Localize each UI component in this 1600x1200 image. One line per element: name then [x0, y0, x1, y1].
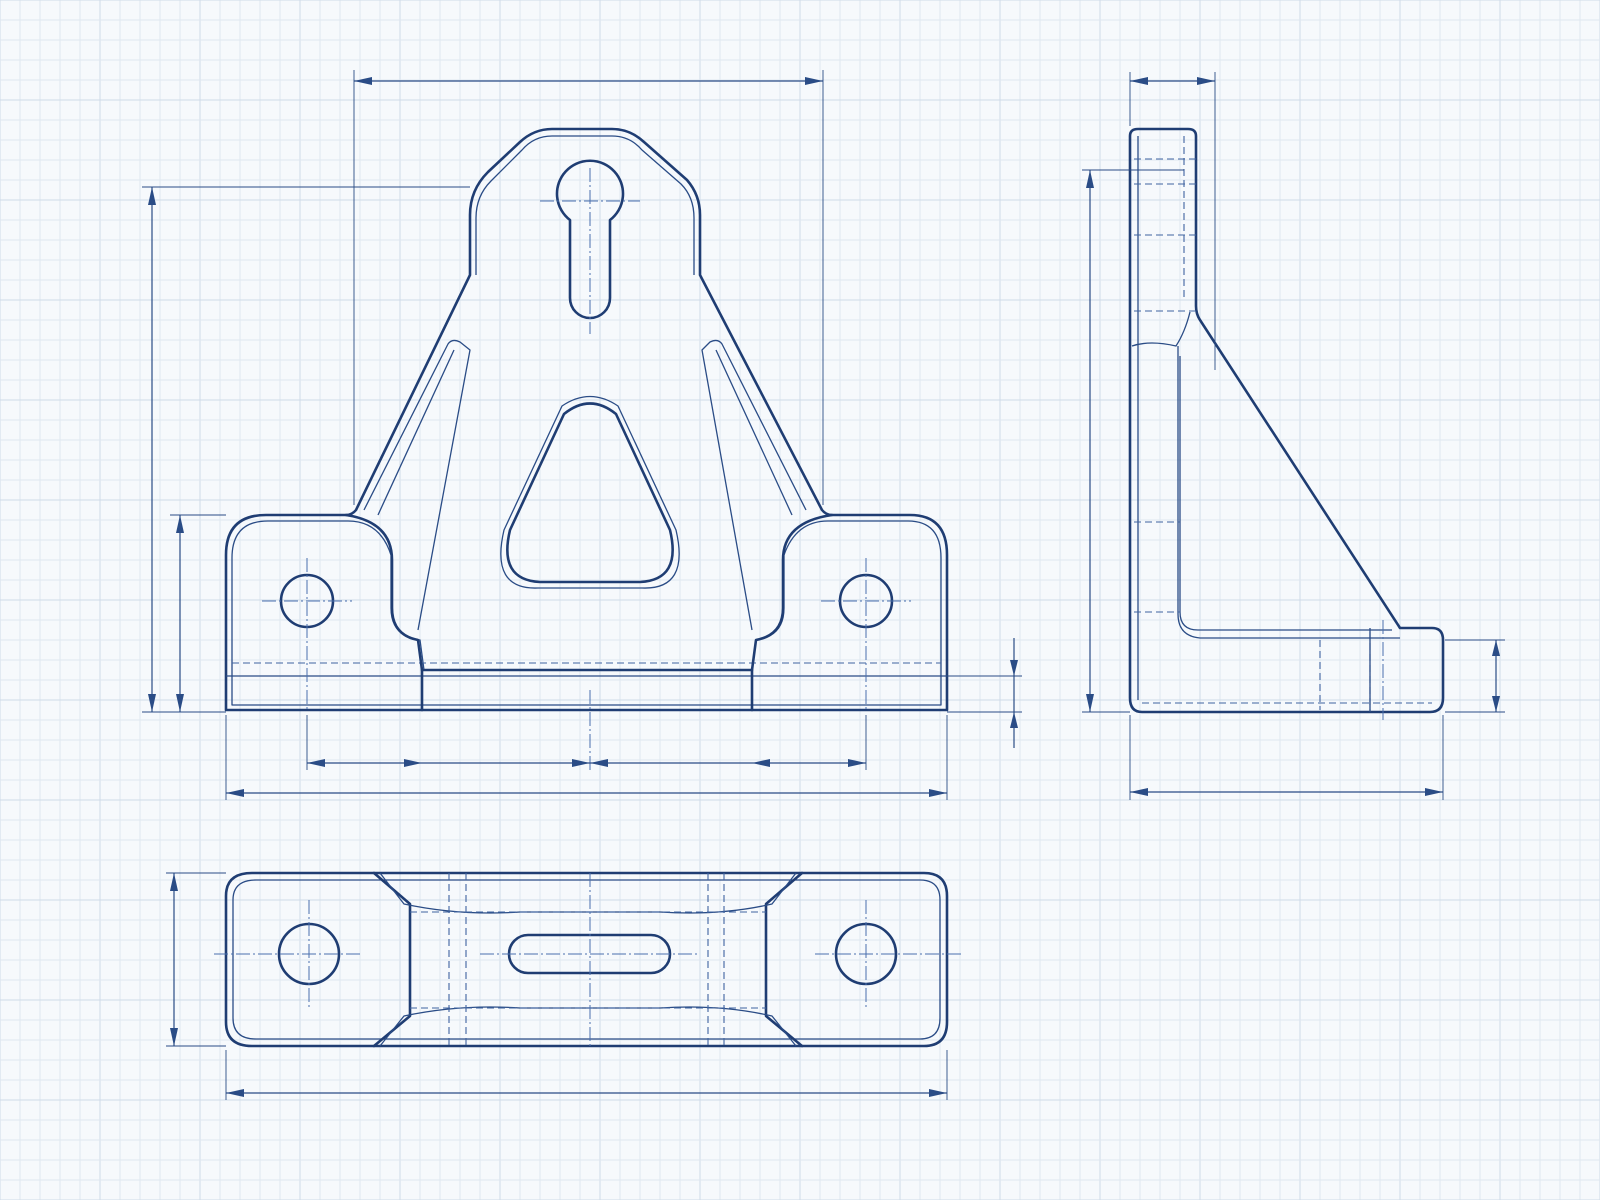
dim-arrow [752, 759, 770, 767]
top-view-web-face [379, 872, 797, 914]
dim-arrow [176, 515, 184, 533]
dim-arrow [1010, 712, 1018, 728]
dim-arrow [1010, 660, 1018, 676]
dim-arrow [590, 759, 608, 767]
right-rib [701, 339, 807, 631]
top-view-inner-outline [232, 879, 941, 1040]
left-rib [363, 339, 471, 631]
dim-arrow [1086, 694, 1094, 712]
dim-arrow [226, 789, 244, 797]
left-rib-edge [377, 349, 455, 516]
dim-arrow [848, 759, 866, 767]
keyhole-slot [555, 159, 625, 320]
side-view [1128, 127, 1445, 720]
side-view-outline [1128, 127, 1445, 714]
front-view-inner-outline [231, 520, 942, 706]
triangular-cutout-edge [500, 395, 680, 589]
dim-arrow [404, 759, 422, 767]
dim-arrow [354, 77, 372, 85]
front-view [224, 127, 949, 770]
dim-arrow [170, 873, 178, 891]
dim-arrow [1086, 170, 1094, 188]
side-view-web-line [1177, 346, 1400, 639]
side-view-dimensions [1082, 72, 1505, 800]
side-view-web-join [1131, 311, 1191, 347]
right-rib-edge [715, 349, 793, 516]
dim-arrow [1425, 788, 1443, 796]
triangular-cutout [506, 402, 674, 584]
top-view-slot [507, 933, 672, 975]
dim-arrow [148, 187, 156, 205]
dim-arrow [170, 1028, 178, 1046]
dim-arrow [307, 759, 325, 767]
top-view-dimensions [166, 872, 948, 1100]
dim-arrow [1492, 640, 1500, 656]
dim-arrow [1492, 696, 1500, 712]
dim-arrow [1130, 77, 1148, 85]
top-view [214, 871, 963, 1048]
right-foot-inner-profile [750, 513, 834, 712]
dim-arrow [148, 694, 156, 712]
dim-arrow [1197, 77, 1215, 85]
dim-arrow [226, 1089, 244, 1097]
dim-arrow [805, 77, 823, 85]
dim-arrow [929, 1089, 947, 1097]
dim-arrow [572, 759, 590, 767]
dim-arrow [929, 789, 947, 797]
front-view-boss-outline [475, 135, 695, 275]
dim-arrow [1130, 788, 1148, 796]
dim-arrow [176, 694, 184, 712]
top-view-outline [224, 871, 949, 1048]
front-view-dimensions [142, 70, 1022, 800]
left-foot-inner-profile [344, 513, 424, 712]
